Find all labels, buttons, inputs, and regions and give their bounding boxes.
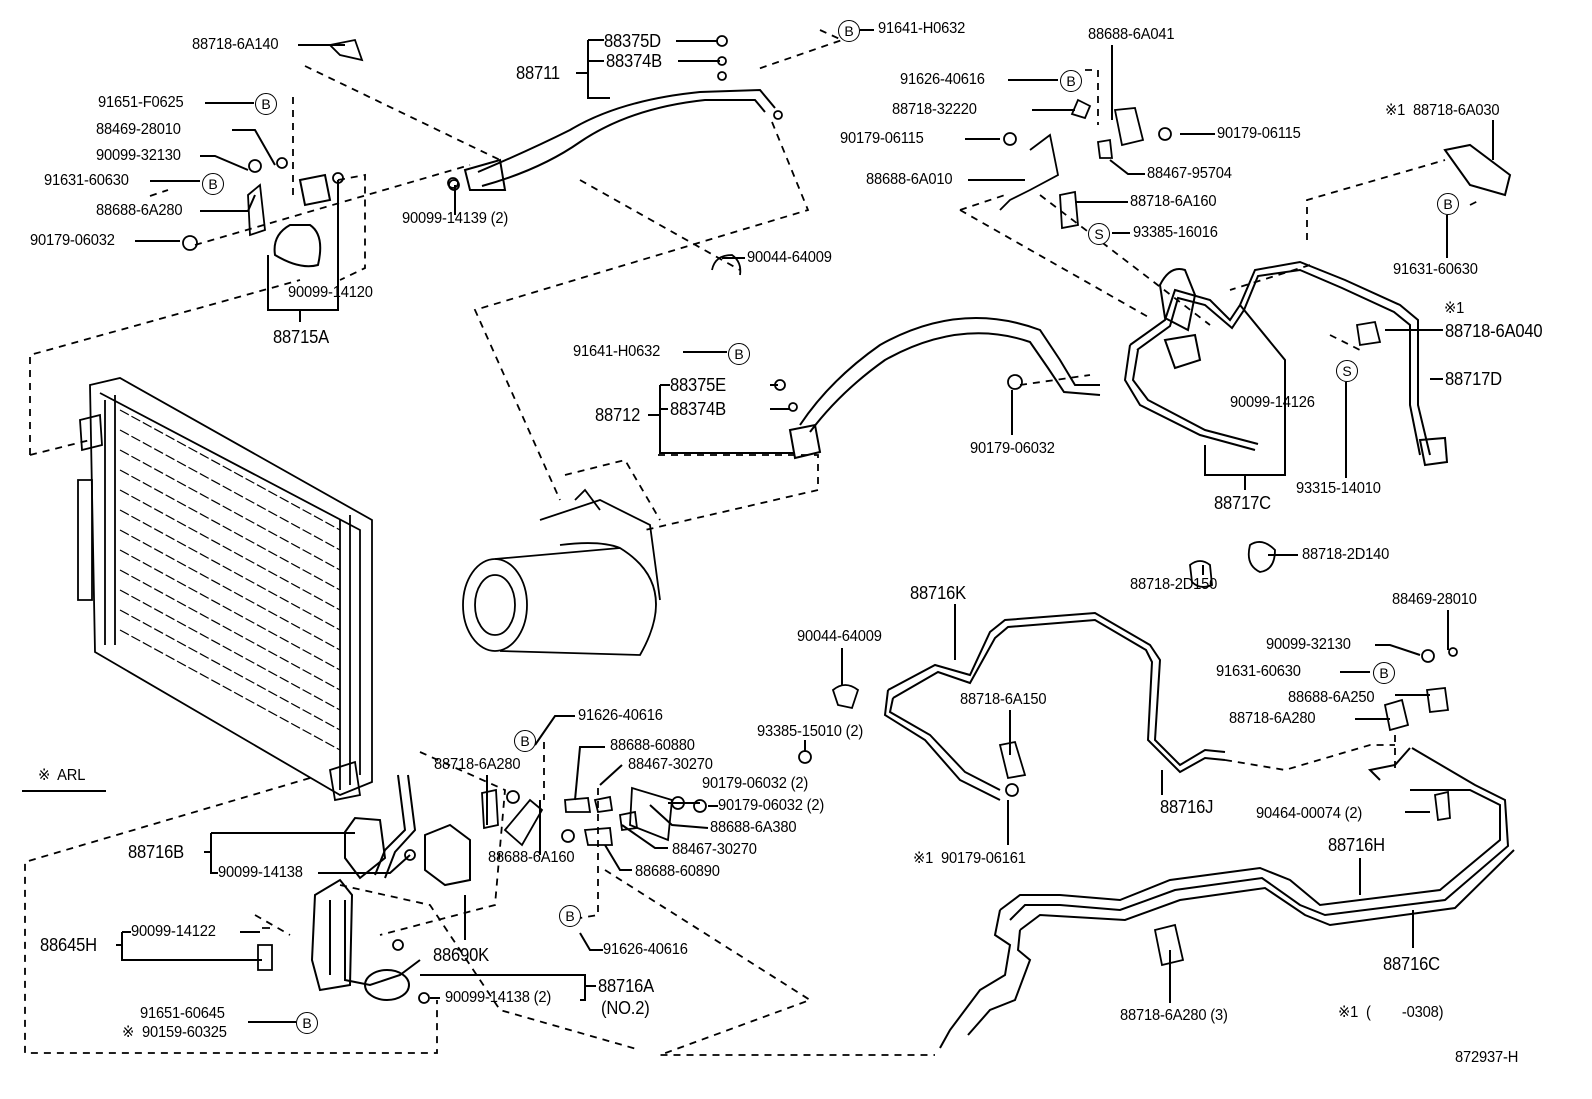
part-label: 90179-06115 xyxy=(840,130,924,147)
symbol-s-marker: S xyxy=(1088,223,1110,245)
symbol-s-marker: S xyxy=(1336,360,1358,382)
part-label: 91631-60630 xyxy=(1216,663,1301,680)
part-label: 91641-H0632 xyxy=(878,20,966,37)
symbol-b-marker: B xyxy=(1373,662,1395,684)
part-label: 88718-6A280 (3) xyxy=(1120,1007,1228,1024)
part-label: 88469-28010 xyxy=(96,121,181,138)
part-label: 88716J xyxy=(1160,797,1214,817)
part-label: 91631-60630 xyxy=(44,172,129,189)
part-label: 88688-6A250 xyxy=(1288,689,1375,706)
part-label: 88688-60890 xyxy=(635,863,720,880)
part-label: 90099-32130 xyxy=(96,147,181,164)
part-label: 90179-06032 xyxy=(970,440,1055,457)
compressor-drawing xyxy=(462,488,661,656)
part-label: 88718-6A280 xyxy=(1229,710,1316,727)
part-label: 88467-95704 xyxy=(1147,165,1232,182)
part-label: 88716B xyxy=(128,842,185,862)
part-label: 88718-6A150 xyxy=(960,691,1047,708)
part-label: ※1 xyxy=(1444,300,1465,317)
part-label: 91651-60645 xyxy=(140,1005,225,1022)
part-label: 90099-14122 xyxy=(131,923,216,940)
symbol-b-marker: B xyxy=(296,1012,318,1034)
symbol-b-marker: B xyxy=(838,20,860,42)
part-label: ※ ARL xyxy=(38,767,86,784)
leader-lines xyxy=(116,29,1494,1023)
part-label: 90464-00074 (2) xyxy=(1256,805,1363,822)
part-label: (NO.2) xyxy=(601,998,650,1018)
part-label: 91626-40616 xyxy=(603,941,688,958)
part-label: 90179-06115 xyxy=(1217,125,1301,142)
part-label: 88711 xyxy=(516,63,560,83)
part-label: 88718-2D150 xyxy=(1130,576,1218,593)
part-label: 88467-30270 xyxy=(628,756,713,773)
symbol-b-marker: B xyxy=(202,173,224,195)
symbol-b-marker: B xyxy=(1060,70,1082,92)
part-label: 88690K xyxy=(433,945,490,965)
part-label: 88716C xyxy=(1383,954,1440,974)
symbol-b-marker: B xyxy=(514,730,536,752)
condenser-drawing xyxy=(77,377,373,802)
part-label: ※ 90159-60325 xyxy=(122,1024,227,1041)
symbol-b-marker: B xyxy=(1437,193,1459,215)
part-label: 88375E xyxy=(670,375,727,395)
part-label: 88718-32220 xyxy=(892,101,977,118)
part-label: 90099-14138 xyxy=(218,864,303,881)
symbol-b-marker: B xyxy=(728,343,750,365)
part-label: 91631-60630 xyxy=(1393,261,1478,278)
part-label: 88645H xyxy=(40,935,97,955)
part-label: 88717C xyxy=(1214,493,1271,513)
part-label: 93385-16016 xyxy=(1133,224,1218,241)
part-label: 88688-6A041 xyxy=(1088,26,1175,43)
part-label: 90044-64009 xyxy=(797,628,882,645)
part-label: 91626-40616 xyxy=(900,71,985,88)
part-label: 90179-06032 xyxy=(30,232,115,249)
part-label: 88716A xyxy=(598,976,655,996)
part-label: 88688-6A160 xyxy=(488,849,575,866)
part-label: 91651-F0625 xyxy=(98,94,184,111)
symbol-b-marker: B xyxy=(255,93,277,115)
hoses-and-pipes xyxy=(273,88,1515,1049)
part-label: 91641-H0632 xyxy=(573,343,661,360)
part-label: 88374B xyxy=(670,399,727,419)
arl-underline xyxy=(22,790,106,792)
part-label: 90179-06032 (2) xyxy=(718,797,825,814)
part-label: 88688-6A380 xyxy=(710,819,797,836)
part-label: 88717D xyxy=(1445,369,1502,389)
part-label: 88718-6A160 xyxy=(1130,193,1217,210)
part-label: 90179-06032 (2) xyxy=(702,775,809,792)
part-label: 93385-15010 (2) xyxy=(757,723,864,740)
part-label: 93315-14010 xyxy=(1296,480,1381,497)
part-label: 88718-6A140 xyxy=(192,36,279,53)
part-label: 90099-32130 xyxy=(1266,636,1351,653)
part-label: 88718-6A040 xyxy=(1445,321,1543,341)
part-label: 90044-64009 xyxy=(747,249,832,266)
dashed-guide-lines xyxy=(24,29,1481,1056)
part-label: 88718-2D140 xyxy=(1302,546,1390,563)
part-label: 872937-H xyxy=(1455,1049,1519,1066)
part-label: 88688-60880 xyxy=(610,737,695,754)
part-label: 88469-28010 xyxy=(1392,591,1477,608)
part-label: ※1 90179-06161 xyxy=(913,850,1026,867)
part-label: ※1 ( -0308) xyxy=(1338,1004,1444,1021)
part-label: 88374B xyxy=(606,51,663,71)
part-label: 88716H xyxy=(1328,835,1385,855)
part-label: 90099-14120 xyxy=(288,284,373,301)
part-label: 90099-14139 (2) xyxy=(402,210,509,227)
part-label: ※1 88718-6A030 xyxy=(1385,102,1500,119)
part-label: 90099-14138 (2) xyxy=(445,989,552,1006)
part-label: 88718-6A280 xyxy=(434,756,521,773)
fasteners xyxy=(182,35,1458,1004)
part-label: 88375D xyxy=(604,31,661,51)
part-label: 91626-40616 xyxy=(578,707,663,724)
part-label: 90099-14126 xyxy=(1230,394,1315,411)
part-label: 88716K xyxy=(910,583,967,603)
part-label: 88688-6A010 xyxy=(866,171,953,188)
part-label: 88715A xyxy=(273,327,330,347)
symbol-b-marker: B xyxy=(559,905,581,927)
part-label: 88467-30270 xyxy=(672,841,757,858)
part-label: 88688-6A280 xyxy=(96,202,183,219)
part-label: 88712 xyxy=(595,405,641,425)
